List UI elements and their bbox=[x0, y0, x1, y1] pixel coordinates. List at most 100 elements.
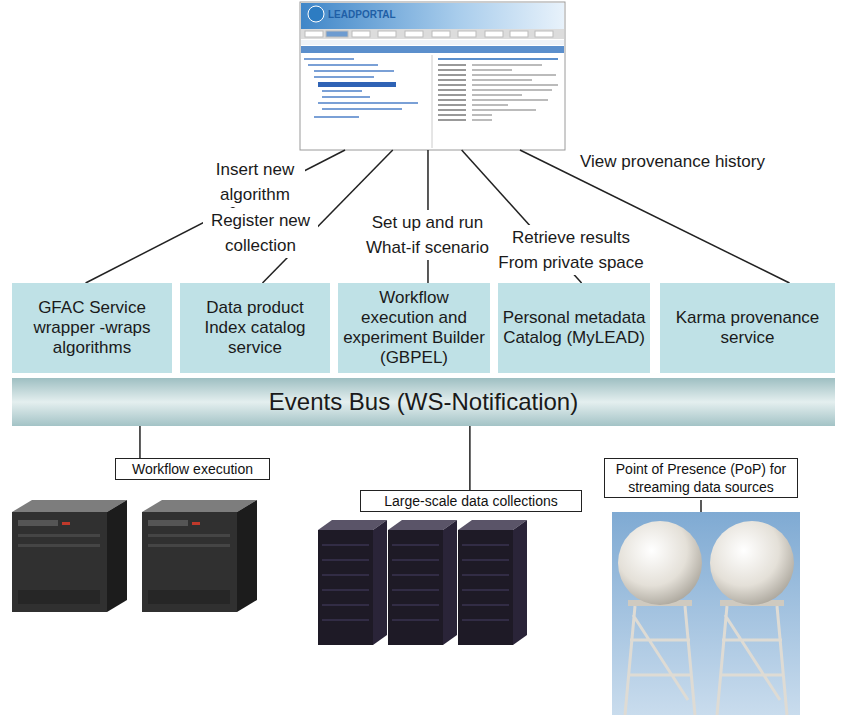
storage-racks-part bbox=[322, 545, 509, 620]
storage-racks-part bbox=[458, 530, 513, 645]
edge-label: Insert new algorithm bbox=[205, 157, 305, 207]
portal-screenshot-part bbox=[472, 79, 532, 81]
compute-servers-part bbox=[148, 544, 230, 547]
portal-screenshot-part bbox=[438, 74, 466, 76]
portal-screenshot-part bbox=[301, 40, 564, 45]
storage-racks-part bbox=[513, 520, 527, 645]
portal-screenshot-part bbox=[535, 31, 553, 37]
portal-screenshot-part bbox=[378, 31, 396, 37]
connector-line bbox=[139, 426, 141, 458]
portal-screenshot-part bbox=[472, 109, 536, 111]
compute-servers-part bbox=[18, 544, 100, 547]
portal-screenshot-part bbox=[308, 6, 324, 22]
radar-towers-part bbox=[710, 521, 794, 605]
portal-screenshot-part bbox=[304, 58, 354, 60]
portal-screenshot-part bbox=[438, 89, 466, 91]
node-text: Events Bus (WS-Notification) bbox=[269, 388, 578, 416]
node-text: Data product Index catalog service bbox=[184, 298, 326, 358]
portal-screenshot-part bbox=[472, 84, 558, 86]
radar-towers-part bbox=[612, 512, 800, 715]
portal-screenshot-part bbox=[438, 64, 466, 66]
edge-label-box: Insert new algorithm bbox=[205, 157, 305, 207]
portal-screenshot-part bbox=[314, 76, 374, 78]
node-text: Karma provenance service bbox=[664, 308, 831, 348]
radar-towers-part bbox=[625, 606, 787, 715]
portal-screenshot-part bbox=[472, 74, 556, 76]
edge-label-box: View provenance history bbox=[565, 149, 780, 174]
compute-servers-part bbox=[107, 500, 127, 612]
node-text: Personal metadata Catalog (MyLEAD) bbox=[502, 308, 646, 348]
edge-label: Set up and run What-if scenario bbox=[350, 210, 505, 260]
service-box: Karma provenance service bbox=[660, 283, 835, 373]
portal-screenshot-part bbox=[300, 2, 565, 150]
service-box: Data product Index catalog service bbox=[180, 283, 330, 373]
edge-label: Retrieve results From private space bbox=[492, 225, 650, 275]
event-bus-band: Events Bus (WS-Notification) bbox=[12, 378, 835, 426]
portal-screenshot-part bbox=[438, 58, 558, 60]
portal-screenshot-part bbox=[472, 99, 548, 101]
edge-label: Register new collection bbox=[203, 208, 318, 258]
portal-screenshot-part bbox=[438, 69, 466, 71]
portal-screenshot-part bbox=[510, 31, 528, 37]
portal-screenshot-part bbox=[438, 79, 466, 81]
radar-towers bbox=[612, 512, 800, 715]
compute-servers-part bbox=[148, 534, 230, 537]
portal-screenshot-part bbox=[438, 99, 466, 101]
compute-servers-part bbox=[148, 590, 230, 604]
service-box: GFAC Service wrapper -wraps algorithms bbox=[12, 283, 172, 373]
storage-racks bbox=[318, 520, 527, 645]
portal-screenshot-part bbox=[458, 31, 476, 37]
portal-screenshot-part bbox=[438, 104, 466, 106]
edge-label-box: Retrieve results From private space bbox=[492, 225, 650, 275]
storage-racks-part bbox=[318, 530, 373, 645]
portal-screenshot-part bbox=[438, 94, 466, 96]
compute-servers-part bbox=[18, 520, 58, 526]
portal-screenshot-part bbox=[472, 94, 522, 96]
node-text: GFAC Service wrapper -wraps algorithms bbox=[16, 298, 168, 358]
portal-screenshot-part bbox=[438, 84, 466, 86]
radar-towers-part bbox=[618, 521, 702, 605]
portal-screenshot-part bbox=[472, 64, 542, 66]
storage-racks-part bbox=[388, 530, 443, 645]
leader-line bbox=[700, 500, 702, 512]
compute-servers-part bbox=[18, 534, 100, 537]
portal-screenshot-part bbox=[432, 55, 433, 148]
portal-screenshot-part bbox=[405, 31, 423, 37]
portal-screenshot-part bbox=[485, 31, 503, 37]
service-box: Personal metadata Catalog (MyLEAD) bbox=[498, 283, 650, 373]
portal-screenshot-part bbox=[314, 70, 394, 72]
portal-screenshot bbox=[300, 2, 565, 150]
compute-servers-part bbox=[237, 500, 257, 612]
portal-screenshot-part bbox=[472, 114, 492, 116]
portal-screenshot-part bbox=[301, 3, 564, 29]
portal-screenshot-part bbox=[326, 31, 348, 37]
portal-screenshot-part bbox=[305, 31, 323, 37]
resource-label-box: Workflow execution bbox=[115, 458, 270, 480]
storage-racks-part bbox=[373, 520, 387, 645]
connector-line bbox=[86, 150, 345, 283]
service-box: Workflow execution and experiment Builde… bbox=[338, 283, 490, 373]
node-text: Workflow execution and experiment Builde… bbox=[342, 288, 486, 368]
portal-screenshot-part bbox=[322, 96, 370, 98]
portal-screenshot-part bbox=[432, 31, 450, 37]
portal-screenshot-part bbox=[322, 108, 402, 110]
compute-servers-part bbox=[142, 500, 257, 512]
portal-screenshot-part bbox=[301, 29, 564, 39]
portal-screenshot-part bbox=[438, 109, 466, 111]
portal-screenshot-part bbox=[352, 31, 370, 37]
portal-screenshot-part bbox=[438, 119, 466, 121]
compute-servers-part bbox=[148, 520, 188, 526]
portal-screenshot-part bbox=[308, 64, 378, 66]
portal-screenshot-part bbox=[472, 89, 552, 91]
compute-servers-part bbox=[12, 500, 127, 512]
resource-label-box: Point of Presence (PoP) for streaming da… bbox=[604, 458, 798, 498]
portal-screenshot-part bbox=[472, 69, 512, 71]
node-text: Large-scale data collections bbox=[367, 492, 575, 510]
portal-screenshot-part bbox=[314, 116, 359, 118]
portal-screenshot-part bbox=[318, 102, 418, 104]
storage-racks-part bbox=[443, 520, 457, 645]
edge-label: View provenance history bbox=[578, 149, 767, 174]
portal-screenshot-part bbox=[472, 119, 492, 121]
portal-screenshot-part bbox=[301, 46, 564, 53]
